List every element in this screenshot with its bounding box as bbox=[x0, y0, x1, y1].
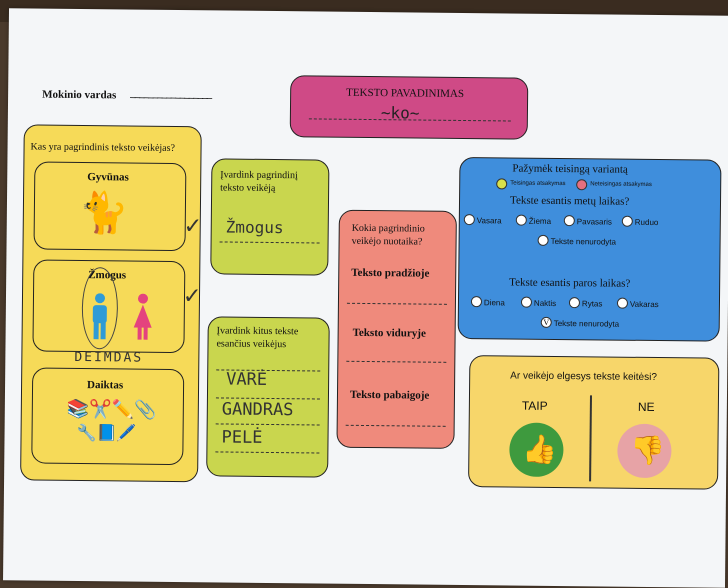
season-autumn-label: Ruduo bbox=[634, 217, 659, 228]
mood-card: Kokia pagrindinio veikėjo nuotaika? Teks… bbox=[336, 209, 457, 449]
daytime-evening-label: Vakaras bbox=[629, 299, 659, 310]
student-name-label: Mokinio vardas bbox=[42, 88, 117, 102]
woman-icon bbox=[133, 293, 152, 340]
legend-correct-label: Teisingas atsakymas bbox=[510, 180, 566, 188]
option-animal[interactable]: Gyvūnas 🐈 bbox=[33, 161, 187, 252]
check-mark-icon: ✓ bbox=[183, 213, 203, 239]
worksheet-paper: Mokinio vardas __________________ TEKSTO… bbox=[3, 8, 728, 588]
season-unknown-label: Tekste nenurodyta bbox=[550, 236, 617, 247]
name-others-card: Įvardink kitus tekste esančius veikėjus … bbox=[206, 316, 330, 478]
option-human[interactable]: Žmogus bbox=[32, 259, 186, 354]
legend-wrong-label: Neteisingas atsakymas bbox=[590, 181, 652, 188]
daytime-day-label: Diena bbox=[483, 298, 505, 308]
answer-line bbox=[346, 302, 447, 305]
legend-correct-radio bbox=[496, 178, 508, 190]
name-main-card: Įvardink pagrindinį teksto veikėją Žmogu… bbox=[210, 158, 330, 276]
option-object[interactable]: Daiktas 📚✂️✏️📎 🔧📘🖊️ bbox=[31, 367, 185, 466]
answer-line bbox=[219, 241, 320, 244]
legend-wrong-radio bbox=[576, 179, 588, 191]
choices-card: Pažymėk teisingą variantą Teisingas atsa… bbox=[457, 156, 722, 342]
objects-icon: 📚✂️✏️📎 bbox=[66, 398, 157, 420]
option-object-label: Daiktas bbox=[87, 379, 124, 392]
thumbs-up-button[interactable]: 👍 bbox=[509, 422, 564, 478]
daytime-radio-unknown[interactable]: V bbox=[540, 316, 552, 328]
answer-line bbox=[346, 360, 447, 363]
main-character-card: Kas yra pagrindinis teksto veikėjas? Gyv… bbox=[20, 124, 203, 483]
divider bbox=[589, 395, 592, 482]
title-card: TEKSTO PAVADINIMAS ~ko~ bbox=[289, 75, 529, 140]
daytime-radio-day[interactable] bbox=[470, 296, 483, 308]
name-others-prompt-1: Įvardink kitus tekste bbox=[216, 325, 299, 338]
behavior-question: Ar veikėjo elgesys tekste keitėsi? bbox=[510, 370, 657, 384]
choices-header: Pažymėk teisingą variantą bbox=[512, 162, 628, 176]
student-name-blank: __________________ bbox=[130, 87, 212, 101]
daytime-radio-evening[interactable] bbox=[616, 297, 629, 309]
answer-line bbox=[215, 451, 320, 454]
mood-section-start: Teksto pradžioje bbox=[351, 266, 430, 280]
season-radio-summer[interactable] bbox=[463, 214, 475, 226]
answer-line bbox=[215, 423, 320, 426]
other-character-1: VARĖ bbox=[226, 369, 268, 390]
title-label: TEKSTO PAVADINIMAS bbox=[346, 86, 465, 101]
daytime-unknown-label: Tekste nenurodyta bbox=[553, 318, 620, 329]
mood-section-middle: Teksto viduryje bbox=[352, 326, 426, 340]
season-radio-unknown[interactable] bbox=[537, 234, 549, 246]
no-label: NE bbox=[637, 399, 655, 415]
mood-question-1: Kokia pagrindinio bbox=[351, 222, 425, 235]
daytime-radio-morning[interactable] bbox=[568, 297, 581, 309]
objects-icon-2: 🔧📘🖊️ bbox=[76, 424, 137, 443]
check-mark-icon: ✓ bbox=[182, 283, 202, 309]
daytime-title: Tekste esantis paros laikas? bbox=[509, 276, 631, 290]
season-title: Tekste esantis metų laikas? bbox=[509, 194, 630, 208]
name-main-prompt-1: Įvardink pagrindinį bbox=[220, 169, 298, 182]
main-character-handwritten-name: DEIMDAS bbox=[74, 349, 144, 366]
other-character-2: GANDRAS bbox=[221, 399, 294, 421]
mood-section-end: Teksto pabaigoje bbox=[349, 388, 430, 402]
name-others-prompt-2: esančius veikėjus bbox=[216, 338, 287, 351]
season-winter-label: Žiema bbox=[528, 216, 552, 226]
man-icon bbox=[92, 293, 107, 340]
season-radio-autumn[interactable] bbox=[621, 215, 633, 227]
season-summer-label: Vasara bbox=[476, 216, 502, 226]
thumbs-down-button[interactable]: 👎 bbox=[617, 423, 672, 479]
daytime-night-label: Naktis bbox=[533, 298, 557, 308]
behavior-card: Ar veikėjo elgesys tekste keitėsi? TAIP … bbox=[468, 355, 720, 490]
title-handwriting: ~ko~ bbox=[380, 103, 420, 123]
thumbs-down-icon: 👎 bbox=[630, 435, 666, 468]
season-radio-winter[interactable] bbox=[515, 214, 527, 226]
daytime-radio-night[interactable] bbox=[520, 296, 533, 308]
season-spring-label: Pavasaris bbox=[576, 217, 612, 227]
name-main-prompt-2: teksto veikėją bbox=[220, 182, 276, 195]
animal-icon: 🐈 bbox=[78, 189, 129, 236]
daytime-morning-label: Rytas bbox=[581, 299, 603, 309]
mood-question-2: veikėjo nuotaika? bbox=[351, 235, 423, 248]
answer-line bbox=[345, 424, 446, 427]
name-main-answer: Žmogus bbox=[225, 217, 284, 238]
thumbs-up-icon: 👍 bbox=[522, 434, 558, 467]
season-radio-spring[interactable] bbox=[563, 215, 575, 227]
other-character-3: PELĖ bbox=[221, 427, 263, 448]
main-character-question: Kas yra pagrindinis teksto veikėjas? bbox=[30, 141, 176, 154]
option-animal-label: Gyvūnas bbox=[87, 171, 129, 184]
yes-label: TAIP bbox=[521, 398, 548, 413]
